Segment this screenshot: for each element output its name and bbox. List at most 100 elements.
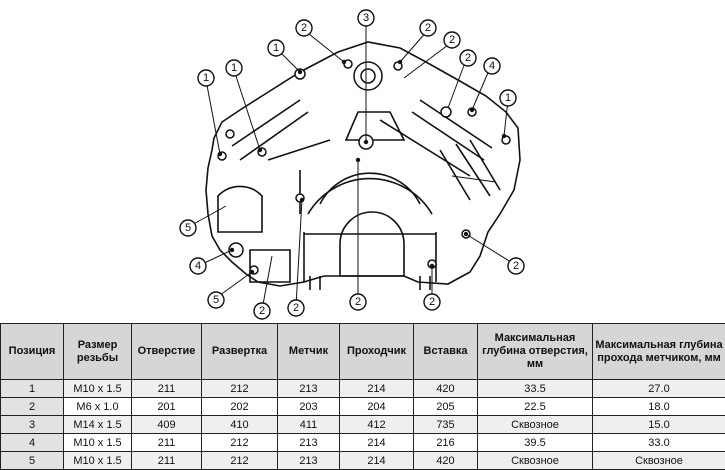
callout-5-b: 5 <box>208 292 224 308</box>
header-position: Позиция <box>1 324 64 380</box>
cell-reamer: 212 <box>202 434 278 452</box>
cell-insert: 735 <box>414 416 478 434</box>
callout-2-b: 2 <box>420 20 436 36</box>
cell-insert: 216 <box>414 434 478 452</box>
header-max-tap-depth: Максимальная глубина прохода метчиком, м… <box>593 324 725 380</box>
cell-thread-size: M14 x 1.5 <box>64 416 132 434</box>
cell-insert: 205 <box>414 398 478 416</box>
cell-max-tap-depth: 33.0 <box>593 434 725 452</box>
svg-text:5: 5 <box>185 222 191 234</box>
cell-hole: 211 <box>132 434 202 452</box>
callout-3-top: 3 <box>358 10 374 26</box>
svg-text:1: 1 <box>203 72 209 84</box>
svg-text:1: 1 <box>231 62 237 74</box>
header-tap: Метчик <box>278 324 340 380</box>
svg-text:2: 2 <box>449 34 455 46</box>
cell-tap: 203 <box>278 398 340 416</box>
header-insert: Вставка <box>414 324 478 380</box>
cell-thread-size: M10 x 1.5 <box>64 434 132 452</box>
cell-reamer: 212 <box>202 452 278 470</box>
cell-max-tap-depth: Сквозное <box>593 452 725 470</box>
cell-max-hole-depth: 39.5 <box>478 434 593 452</box>
header-thread-size: Размер резьбы <box>64 324 132 380</box>
callout-1-b: 1 <box>226 60 242 76</box>
callout-4-b: 4 <box>190 258 206 274</box>
cell-max-hole-depth: Сквозное <box>478 452 593 470</box>
svg-text:2: 2 <box>355 296 361 308</box>
callout-2-c: 2 <box>444 32 460 48</box>
cell-insert: 420 <box>414 380 478 398</box>
svg-text:4: 4 <box>195 260 201 272</box>
cell-position: 4 <box>1 434 64 452</box>
svg-text:4: 4 <box>489 60 495 72</box>
svg-text:5: 5 <box>213 294 219 306</box>
table-row: 1 M10 x 1.5 211 212 213 214 420 33.5 27.… <box>1 380 725 398</box>
callout-1-d: 1 <box>500 90 516 106</box>
svg-text:1: 1 <box>273 42 279 54</box>
table-row: 4 M10 x 1.5 211 212 213 214 216 39.5 33.… <box>1 434 725 452</box>
transmission-case-diagram: 3 2 2 2 2 1 1 1 4 5 4 5 2 2 2 2 2 1 <box>0 0 725 320</box>
svg-text:2: 2 <box>465 52 471 64</box>
table-row: 3 M14 x 1.5 409 410 411 412 735 Сквозное… <box>1 416 725 434</box>
cell-max-hole-depth: Сквозное <box>478 416 593 434</box>
specification-table: Позиция Размер резьбы Отверстие Развертк… <box>0 323 725 470</box>
cell-pass-tool: 214 <box>340 380 414 398</box>
svg-text:2: 2 <box>513 260 519 272</box>
svg-text:1: 1 <box>505 92 511 104</box>
cell-position: 2 <box>1 398 64 416</box>
cell-thread-size: M10 x 1.5 <box>64 452 132 470</box>
svg-text:2: 2 <box>425 22 431 34</box>
cell-pass-tool: 204 <box>340 398 414 416</box>
cell-thread-size: M6 x 1.0 <box>64 398 132 416</box>
callout-4-a: 4 <box>484 58 500 74</box>
cell-reamer: 202 <box>202 398 278 416</box>
callout-2-i: 2 <box>508 258 524 274</box>
svg-text:2: 2 <box>429 296 435 308</box>
callout-2-f: 2 <box>288 300 304 316</box>
callout-5-a: 5 <box>180 220 196 236</box>
table-row: 5 M10 x 1.5 211 212 213 214 420 Сквозное… <box>1 452 725 470</box>
cell-position: 1 <box>1 380 64 398</box>
cell-hole: 211 <box>132 380 202 398</box>
svg-text:2: 2 <box>293 302 299 314</box>
callout-2-g: 2 <box>350 294 366 310</box>
svg-text:3: 3 <box>363 12 369 24</box>
callout-2-a: 2 <box>296 20 312 36</box>
cell-pass-tool: 412 <box>340 416 414 434</box>
cell-tap: 213 <box>278 380 340 398</box>
cell-max-hole-depth: 33.5 <box>478 380 593 398</box>
cell-thread-size: M10 x 1.5 <box>64 380 132 398</box>
cell-max-tap-depth: 15.0 <box>593 416 725 434</box>
header-reamer: Развертка <box>202 324 278 380</box>
cell-position: 5 <box>1 452 64 470</box>
cell-hole: 211 <box>132 452 202 470</box>
header-max-hole-depth: Максимальная глубина отверстия, мм <box>478 324 593 380</box>
cell-reamer: 212 <box>202 380 278 398</box>
callout-2-h: 2 <box>424 294 440 310</box>
cell-pass-tool: 214 <box>340 452 414 470</box>
cell-max-tap-depth: 18.0 <box>593 398 725 416</box>
leader-dots <box>218 60 506 274</box>
callout-1-c: 1 <box>198 70 214 86</box>
svg-text:2: 2 <box>301 22 307 34</box>
cell-hole: 409 <box>132 416 202 434</box>
svg-text:2: 2 <box>259 305 265 317</box>
cell-position: 3 <box>1 416 64 434</box>
cell-reamer: 410 <box>202 416 278 434</box>
header-pass-tool: Проходчик <box>340 324 414 380</box>
callout-2-e: 2 <box>254 303 270 319</box>
cell-pass-tool: 214 <box>340 434 414 452</box>
cell-hole: 201 <box>132 398 202 416</box>
cell-tap: 213 <box>278 434 340 452</box>
callout-2-d: 2 <box>460 50 476 66</box>
callout-1-a: 1 <box>268 40 284 56</box>
cell-tap: 213 <box>278 452 340 470</box>
cell-insert: 420 <box>414 452 478 470</box>
bolt-holes <box>218 60 510 274</box>
header-hole: Отверстие <box>132 324 202 380</box>
cell-max-hole-depth: 22.5 <box>478 398 593 416</box>
cell-max-tap-depth: 27.0 <box>593 380 725 398</box>
table-header-row: Позиция Размер резьбы Отверстие Развертк… <box>1 324 725 380</box>
cell-tap: 411 <box>278 416 340 434</box>
table-row: 2 M6 x 1.0 201 202 203 204 205 22.5 18.0 <box>1 398 725 416</box>
